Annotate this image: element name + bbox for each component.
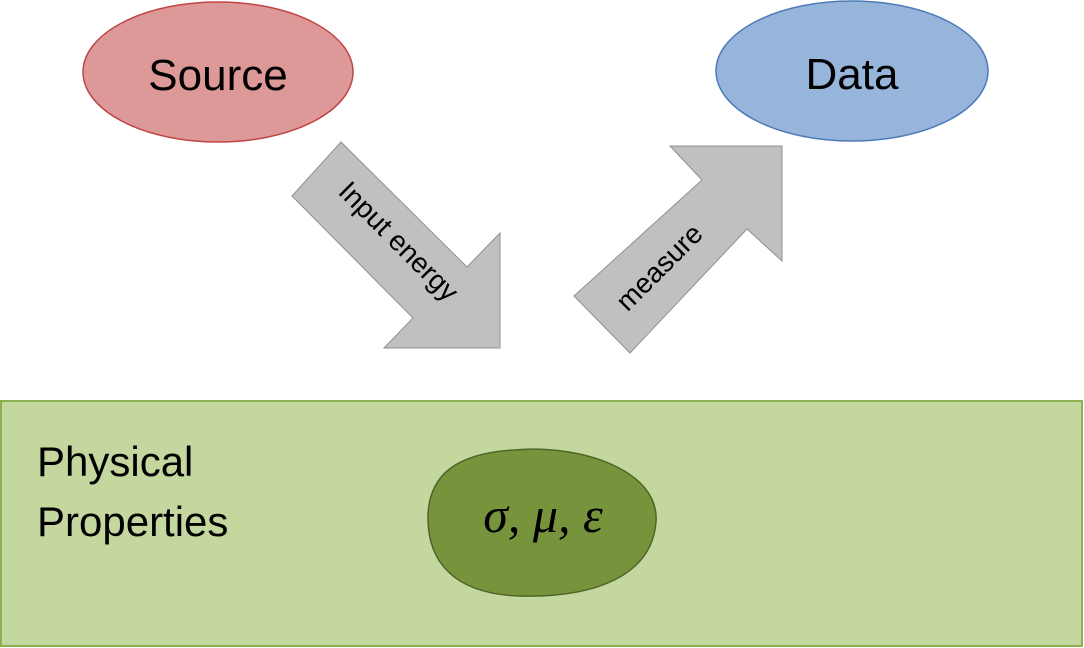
material-formula: σ, μ, ε xyxy=(483,487,603,543)
source-label: Source xyxy=(148,51,287,100)
input-energy-arrow-shape xyxy=(291,141,501,349)
source-node: Source xyxy=(82,1,354,143)
physical-title-line1: Physical xyxy=(37,438,193,485)
physical-title-line2: Properties xyxy=(37,498,228,545)
material-properties-blob xyxy=(427,448,657,597)
source-ellipse xyxy=(82,1,354,143)
measure-arrow: measure xyxy=(573,145,783,354)
physical-properties-region: Physical Properties σ, μ, ε xyxy=(0,400,1083,647)
data-label: Data xyxy=(806,50,899,99)
input-energy-arrow: Input energy xyxy=(291,141,501,349)
data-ellipse xyxy=(715,0,989,142)
data-node: Data xyxy=(715,0,989,142)
measure-arrow-shape xyxy=(573,145,783,354)
